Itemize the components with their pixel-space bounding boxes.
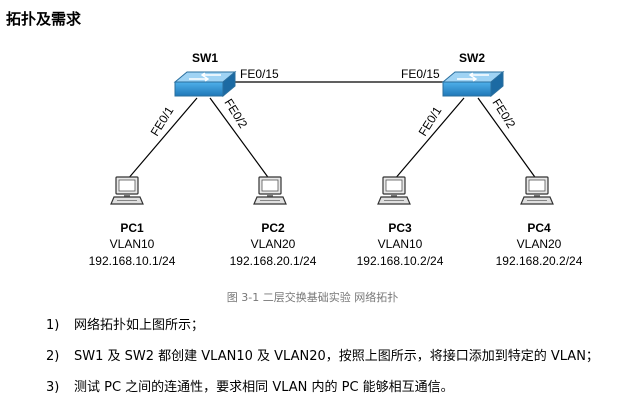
port-label-sw1-fe02: FE0/2 xyxy=(221,96,250,131)
pc-name-pc3: PC3 xyxy=(388,221,412,235)
port-label-sw2-trunk: FE0/15 xyxy=(401,67,440,81)
pc-vlan-pc3: VLAN10 xyxy=(378,237,423,251)
port-label-sw1-fe01: FE0/1 xyxy=(148,104,177,139)
switch-icon xyxy=(442,71,504,97)
list-item: 1) 网络拓扑如上图所示； xyxy=(46,317,599,348)
switch-icon xyxy=(174,71,236,97)
link-sw1-pc2 xyxy=(209,97,271,181)
figure-caption: 图 3-1 二层交换基础实验 网络拓扑 xyxy=(226,291,399,304)
list-item-text: 测试 PC 之间的连通性，要求相同 VLAN 内的 PC 能够相互通信。 xyxy=(74,380,454,395)
list-item: 3) 测试 PC 之间的连通性，要求相同 VLAN 内的 PC 能够相互通信。 xyxy=(46,379,599,410)
pc-ip-pc2: 192.168.20.1/24 xyxy=(230,254,317,268)
pc-icon xyxy=(377,176,411,205)
pc-vlan-pc1: VLAN10 xyxy=(110,237,155,251)
link-sw2-pc4 xyxy=(477,97,538,181)
pc-ip-pc3: 192.168.10.2/24 xyxy=(357,254,444,268)
pc-vlan-pc4: VLAN20 xyxy=(517,237,562,251)
list-item-text: SW1 及 SW2 都创建 VLAN10 及 VLAN20，按照上图所示，将接口… xyxy=(74,349,599,364)
port-label-sw2-fe02: FE0/2 xyxy=(489,96,518,131)
pc-vlan-pc2: VLAN20 xyxy=(251,237,296,251)
network-topology-diagram: SW1 SW2 FE0/15 FE0/15 FE0/1 FE0/2 FE0/1 … xyxy=(89,51,583,268)
list-item: 2) SW1 及 SW2 都创建 VLAN10 及 VLAN20，按照上图所示，将… xyxy=(46,348,599,379)
port-label-sw2-fe01: FE0/1 xyxy=(416,104,445,139)
switch-label-sw2: SW2 xyxy=(459,51,485,65)
pc-icon xyxy=(110,176,144,205)
pc-name-pc1: PC1 xyxy=(120,221,144,235)
list-item-text: 网络拓扑如上图所示； xyxy=(74,318,205,333)
section-heading: 拓扑及需求 xyxy=(6,10,82,28)
pc-ip-pc4: 192.168.20.2/24 xyxy=(496,254,583,268)
link-sw2-pc3 xyxy=(393,97,465,181)
switch-label-sw1: SW1 xyxy=(192,51,218,65)
link-sw1-pc1 xyxy=(126,97,198,181)
port-label-sw1-trunk: FE0/15 xyxy=(240,67,279,81)
list-item-number: 1) xyxy=(46,318,60,333)
pc-icon xyxy=(520,176,554,205)
pc-icon xyxy=(253,176,287,205)
requirements-list: 1) 网络拓扑如上图所示； 2) SW1 及 SW2 都创建 VLAN10 及 VL… xyxy=(46,317,599,410)
list-item-number: 3) xyxy=(46,380,60,395)
list-item-number: 2) xyxy=(46,349,60,364)
pc-name-pc4: PC4 xyxy=(527,221,551,235)
pc-name-pc2: PC2 xyxy=(261,221,285,235)
pc-ip-pc1: 192.168.10.1/24 xyxy=(89,254,176,268)
